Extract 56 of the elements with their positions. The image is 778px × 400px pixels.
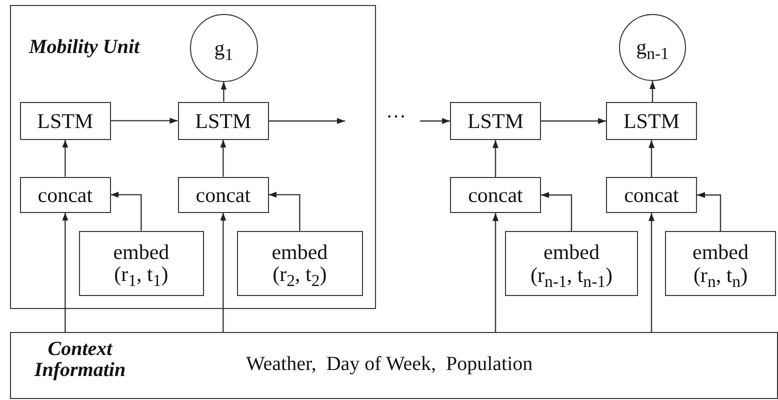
- box-label: concat: [624, 184, 679, 206]
- arrow: [220, 212, 226, 332]
- arrow: [62, 212, 68, 332]
- output-label: g$_{1}$: [214, 36, 234, 59]
- arrow: [268, 118, 345, 124]
- output-circle: [190, 14, 258, 82]
- box-label: (r$_{n-1}$, t$_{n-1}$): [530, 264, 613, 286]
- arrow: [492, 140, 498, 177]
- process-box: [665, 231, 776, 296]
- arrow: [268, 192, 300, 231]
- arrow: [650, 81, 656, 102]
- box-label: embed: [544, 241, 600, 264]
- box-label: embed: [692, 241, 748, 264]
- output-circle: [619, 14, 686, 81]
- box-label: LSTM: [37, 110, 94, 132]
- arrow: [220, 140, 226, 177]
- arrow: [220, 82, 227, 102]
- process-box: [505, 231, 638, 296]
- context-text: Weather, Day of Week, Population: [246, 353, 533, 376]
- process-box: [20, 176, 111, 213]
- box-label: LSTM: [195, 110, 252, 132]
- box-label: embed: [272, 241, 328, 264]
- process-box: [450, 102, 541, 140]
- box-label: concat: [468, 184, 523, 206]
- arrow: [110, 192, 142, 231]
- unit-title: Mobility Unit: [29, 36, 140, 59]
- box-label: LSTM: [623, 110, 680, 132]
- process-box: [450, 177, 541, 213]
- arrow: [648, 140, 654, 177]
- box-label: (r$_{n}$, t$_{n}$): [693, 264, 748, 286]
- process-box: [20, 102, 111, 140]
- context-panel: [10, 332, 778, 399]
- context-title: Context Informatin: [33, 339, 127, 381]
- arrow: [541, 192, 572, 231]
- arrow: [697, 192, 722, 231]
- output-label: g$_{n-1}$: [636, 36, 669, 59]
- arrow: [62, 140, 68, 177]
- box-label: embed: [113, 241, 170, 264]
- process-box: [178, 176, 269, 213]
- process-box: [606, 102, 697, 140]
- arrow: [420, 118, 450, 124]
- box-label: LSTM: [467, 110, 524, 132]
- arrow: [648, 213, 654, 332]
- box-label: concat: [38, 184, 93, 206]
- arrow: [541, 118, 606, 124]
- process-box: [178, 102, 269, 140]
- box-label: (r$_{2}$, t$_{2}$): [272, 263, 327, 286]
- process-box: [78, 230, 204, 296]
- process-box: [236, 230, 363, 296]
- ellipsis-text: ···: [386, 106, 406, 129]
- process-box: [606, 177, 697, 213]
- box-label: (r$_{1}$, t$_{1}$): [114, 263, 168, 286]
- arrow: [492, 213, 498, 332]
- unit-panel: [10, 5, 376, 309]
- box-label: concat: [196, 184, 251, 206]
- arrow: [110, 118, 178, 124]
